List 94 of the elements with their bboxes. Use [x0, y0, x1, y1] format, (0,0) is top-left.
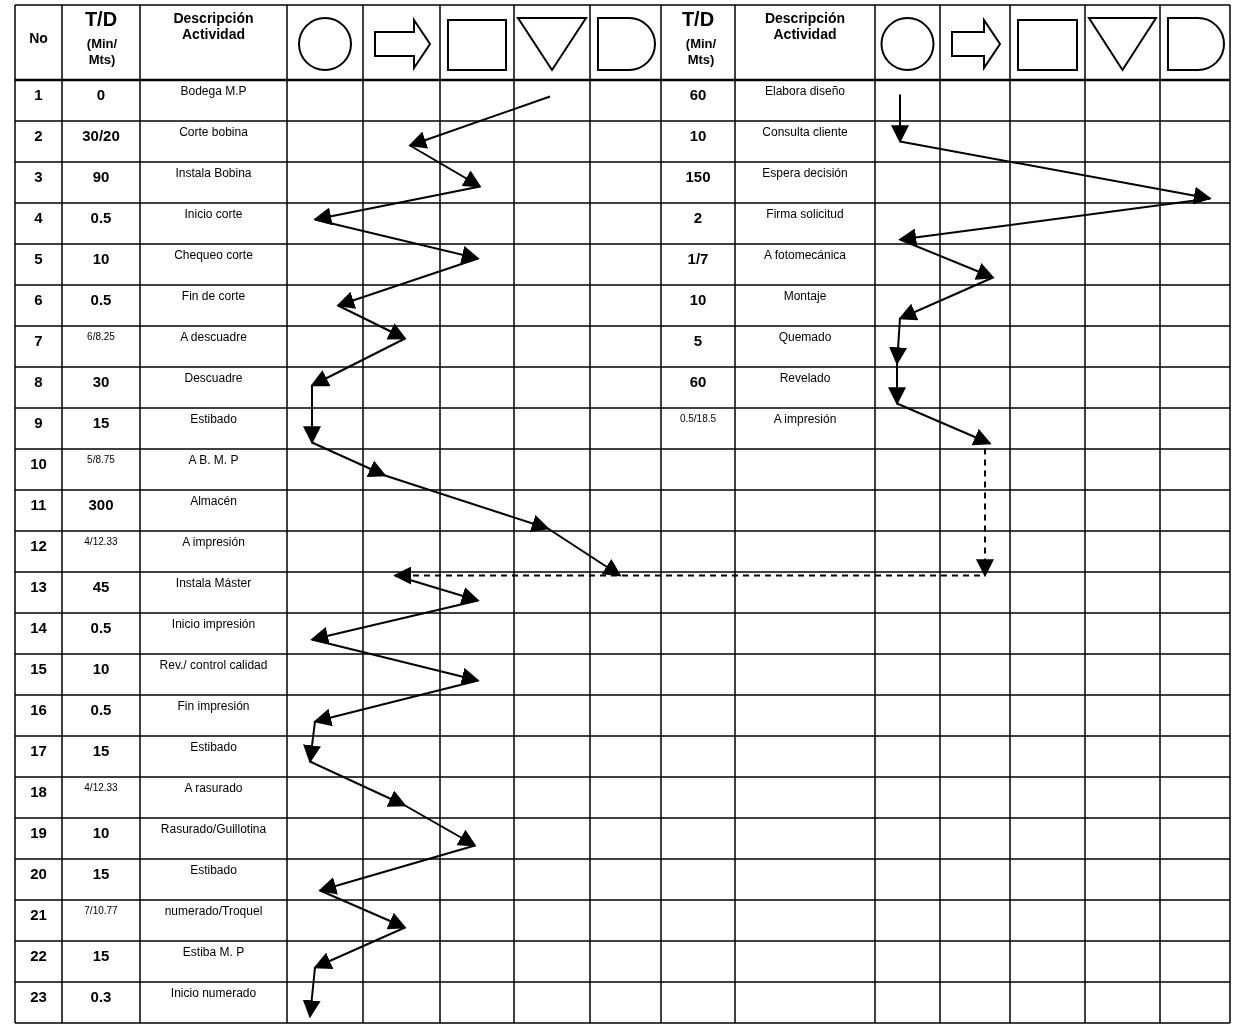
- activity-text: Consulta cliente: [761, 125, 849, 139]
- time-value: 2: [692, 209, 704, 226]
- time-value: 15: [91, 742, 111, 759]
- row-number: 18: [29, 783, 48, 800]
- row-number: 20: [29, 865, 48, 882]
- time-value: 0.3: [89, 988, 113, 1005]
- time-value: 60: [688, 86, 708, 103]
- time-value: 45: [91, 578, 111, 595]
- activity-text: Revelado: [778, 371, 832, 385]
- row-number: 2: [33, 127, 44, 144]
- activity-text: Inicio impresión: [170, 617, 257, 631]
- column-header: Descripción Actividad: [763, 10, 847, 42]
- time-value: 10: [91, 660, 111, 677]
- time-value: 90: [91, 168, 111, 185]
- time-value: 15: [91, 414, 111, 431]
- column-header: T/D: [83, 8, 119, 31]
- time-value: 30/20: [81, 127, 121, 144]
- row-number: 14: [29, 619, 48, 636]
- row-number: 10: [29, 455, 48, 472]
- activity-text: Estibado: [189, 740, 238, 754]
- time-value: 7/10.77: [83, 905, 119, 916]
- time-value: 10: [91, 824, 111, 841]
- time-value: 0.5/18.5: [678, 413, 718, 424]
- activity-text: Inicio numerado: [169, 986, 258, 1000]
- time-value: 30: [91, 373, 111, 390]
- activity-text: A B. M. P: [187, 453, 240, 467]
- activity-text: Chequeo corte: [173, 248, 254, 262]
- time-value: 150: [684, 168, 712, 185]
- row-number: 5: [33, 250, 44, 267]
- row-number: 8: [33, 373, 44, 390]
- activity-text: Montaje: [782, 289, 828, 303]
- activity-text: Rasurado/Guillotina: [159, 822, 268, 836]
- time-value: 0.5: [89, 619, 113, 636]
- time-value: 300: [87, 496, 115, 513]
- time-value: 15: [91, 865, 111, 882]
- activity-text: Instala Máster: [174, 576, 253, 590]
- activity-text: Almacén: [189, 494, 238, 508]
- row-number: 22: [29, 947, 48, 964]
- row-number: 3: [33, 168, 44, 185]
- time-value: 10: [91, 250, 111, 267]
- row-number: 12: [29, 537, 48, 554]
- activity-text: Estibado: [189, 412, 238, 426]
- column-header: Descripción Actividad: [172, 10, 255, 42]
- row-number: 9: [33, 414, 44, 431]
- activity-text: A impresión: [181, 535, 246, 549]
- activity-text: Rev./ control calidad: [158, 658, 269, 672]
- row-number: 15: [29, 660, 48, 677]
- row-number: 19: [29, 824, 48, 841]
- activity-text: Corte bobina: [178, 125, 249, 139]
- time-value: 15: [91, 947, 111, 964]
- activity-text: Fin impresión: [176, 699, 251, 713]
- activity-text: Fin de corte: [180, 289, 247, 303]
- activity-text: Estiba M. P: [181, 945, 246, 959]
- time-value: 10: [688, 127, 708, 144]
- time-value: 1/7: [686, 250, 710, 267]
- activity-text: A rasurado: [183, 781, 244, 795]
- column-header: No: [28, 30, 49, 46]
- activity-text: Quemado: [777, 330, 833, 344]
- activity-text: A fotomecánica: [762, 248, 848, 262]
- time-value: 4/12.33: [83, 536, 119, 547]
- row-number: 6: [33, 291, 44, 308]
- time-value: 10: [688, 291, 708, 308]
- activity-text: Instala Bobina: [174, 166, 253, 180]
- row-number: 11: [29, 496, 48, 513]
- activity-text: Elabora diseño: [763, 84, 847, 98]
- column-header: (Min/ Mts): [684, 36, 718, 68]
- time-value: 0.5: [89, 701, 113, 718]
- row-number: 4: [33, 209, 44, 226]
- activity-text: A impresión: [772, 412, 838, 426]
- activity-text: Inicio corte: [183, 207, 244, 221]
- row-number: 21: [29, 906, 48, 923]
- column-header: T/D: [680, 8, 716, 31]
- activity-text: Firma solicitud: [765, 207, 845, 221]
- activity-text: A descuadre: [179, 330, 248, 344]
- row-number: 13: [29, 578, 48, 595]
- time-value: 0.5: [89, 291, 113, 308]
- time-value: 0: [95, 86, 107, 103]
- time-value: 6/8.25: [86, 331, 116, 342]
- time-value: 5: [692, 332, 704, 349]
- activity-text: Estibado: [189, 863, 238, 877]
- time-value: 5/8.75: [86, 454, 116, 465]
- activity-text: Bodega M.P: [179, 84, 248, 98]
- row-number: 1: [33, 86, 44, 103]
- activity-text: Descuadre: [183, 371, 244, 385]
- activity-text: numerado/Troquel: [163, 904, 264, 918]
- row-number: 17: [29, 742, 48, 759]
- activity-text: Espera decisión: [761, 166, 849, 180]
- row-number: 16: [29, 701, 48, 718]
- row-number: 7: [33, 332, 44, 349]
- column-header: (Min/ Mts): [85, 36, 119, 68]
- row-number: 23: [29, 988, 48, 1005]
- time-value: 4/12.33: [83, 782, 119, 793]
- time-value: 60: [688, 373, 708, 390]
- time-value: 0.5: [89, 209, 113, 226]
